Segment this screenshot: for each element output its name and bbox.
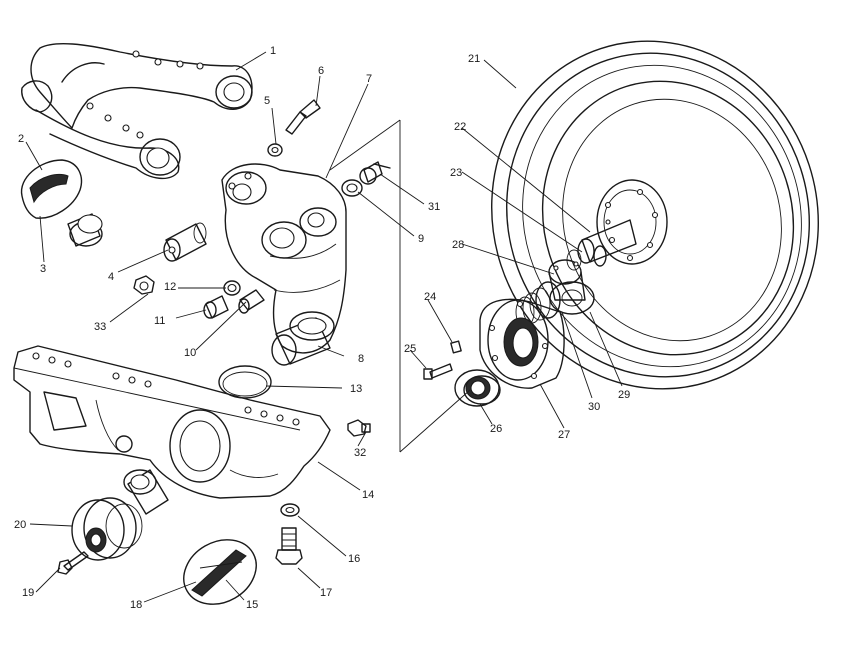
collar	[548, 259, 595, 315]
label-24: 24	[424, 291, 436, 303]
label-5: 5	[264, 95, 270, 107]
label-32: 32	[354, 447, 366, 459]
label-1: 1	[270, 45, 276, 57]
label-19: 19	[22, 587, 34, 599]
label-13: 13	[350, 383, 362, 395]
label-29: 29	[618, 389, 630, 401]
leader-lines	[25, 51, 623, 603]
arm-yoke	[21, 42, 253, 179]
screw-19	[57, 551, 89, 575]
label-10: 10	[184, 347, 196, 359]
washer-16-bolt-17	[275, 503, 303, 565]
label-18: 18	[130, 599, 142, 611]
label-20: 20	[14, 519, 26, 531]
label-27: 27	[558, 429, 570, 441]
label-14: 14	[362, 489, 374, 501]
label-31: 31	[428, 201, 440, 213]
label-11: 11	[154, 315, 165, 327]
label-23: 23	[450, 167, 462, 179]
label-21: 21	[468, 53, 480, 65]
label-26: 26	[490, 423, 502, 435]
idler-shaft	[566, 219, 637, 271]
nut-33	[133, 275, 155, 295]
label-12: 12	[164, 281, 176, 293]
label-28: 28	[452, 239, 464, 251]
label-15: 15	[246, 599, 258, 611]
label-9: 9	[418, 233, 424, 245]
bearing-housing	[479, 298, 565, 389]
spindle-8	[271, 311, 335, 366]
bushings-10-11-12	[203, 280, 265, 319]
bolts-24-25	[423, 340, 462, 380]
label-6: 6	[318, 65, 324, 77]
bracket	[221, 163, 347, 354]
label-33: 33	[94, 321, 106, 333]
shield-plate-15	[183, 539, 257, 605]
frame-bushing	[123, 469, 169, 515]
label-17: 17	[320, 587, 332, 599]
shield-and-bushing	[20, 159, 103, 247]
roller-20	[71, 497, 143, 561]
bolt-6-washer-5	[267, 99, 321, 157]
label-8: 8	[358, 353, 364, 365]
label-22: 22	[454, 121, 466, 133]
grease-fitting-32	[347, 419, 371, 437]
label-4: 4	[108, 271, 114, 283]
pin-4	[163, 222, 207, 262]
bolt-31-washer-9	[341, 161, 391, 197]
label-7: 7	[366, 73, 372, 85]
part-labels: 1 2 3 4 5 6 7 8 9 10 11 12 13 14 15 16 1…	[14, 45, 630, 611]
label-3: 3	[40, 263, 46, 275]
label-30: 30	[588, 401, 600, 413]
dashed-guides	[329, 119, 471, 453]
bearing	[454, 369, 501, 407]
label-16: 16	[348, 553, 360, 565]
idler-wheel	[491, 40, 819, 390]
frame-beam	[13, 345, 331, 499]
label-25: 25	[404, 343, 416, 355]
label-2: 2	[18, 133, 24, 145]
